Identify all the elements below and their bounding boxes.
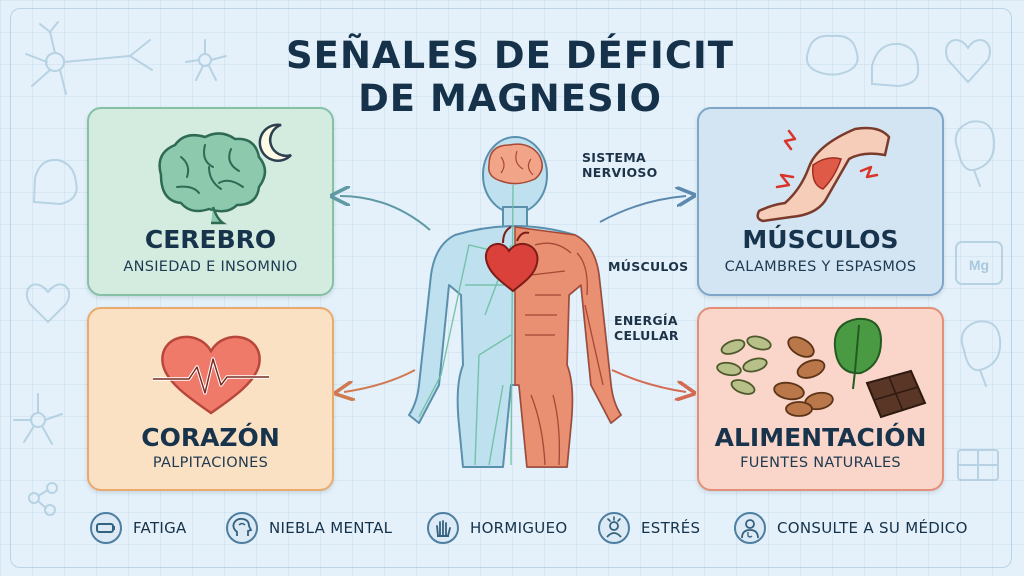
muscles-card-subtitle: CALAMBRES Y ESPASMOS xyxy=(724,259,917,275)
muscles-card: MÚSCULOS CALAMBRES Y ESPASMOS xyxy=(697,107,944,296)
arrow-to-heart xyxy=(344,369,416,392)
food-card: ALIMENTACIÓN FUENTES NATURALES xyxy=(697,307,944,491)
arrow-to-brain xyxy=(340,196,431,231)
brain-icon xyxy=(158,132,267,225)
page-title: SEÑALES DE DÉFICIT DE MAGNESIO xyxy=(250,34,770,120)
moon-icon xyxy=(258,123,292,162)
legend-tingling-label: HORMIGUEO xyxy=(470,519,568,537)
heart-organ-icon xyxy=(484,226,539,293)
legend-fatigue-label: FATIGA xyxy=(133,519,187,537)
food-sources-icon xyxy=(716,317,927,419)
heart-outline-icon xyxy=(25,283,71,324)
neuron-bottom-icon xyxy=(13,393,63,445)
leg-cramp-icon xyxy=(756,126,891,223)
heart-card: CORAZÓN PALPITACIONES xyxy=(87,307,334,491)
heart-outline-top-icon xyxy=(945,39,991,84)
muscles-card-title: MÚSCULOS xyxy=(742,225,899,254)
flexed-arm-top-icon xyxy=(871,42,920,88)
muscle-half xyxy=(514,226,622,468)
arrow-to-muscles xyxy=(599,196,686,223)
title-line-1: SEÑALES DE DÉFICIT xyxy=(286,34,734,77)
stress-person-icon xyxy=(598,512,630,544)
brain-outline-icon xyxy=(805,34,859,76)
hand-tingling-icon xyxy=(427,512,459,544)
heart-card-subtitle: PALPITACIONES xyxy=(152,455,269,471)
chocolate-outline-icon xyxy=(957,449,999,481)
legend-brain-fog-label: NIEBLA MENTAL xyxy=(269,519,393,537)
head-fog-icon xyxy=(226,512,258,544)
almonds-icon xyxy=(773,336,834,417)
arrow-to-food xyxy=(611,369,686,392)
label-cellular-energy: ENERGÍA CELULAR xyxy=(614,313,679,343)
label-muscles: MÚSCULOS xyxy=(608,259,689,274)
molecule-icon xyxy=(28,482,58,516)
heart-card-title: CORAZÓN xyxy=(141,423,280,452)
brain-card: CEREBRO ANSIEDAD E INSOMNIO xyxy=(87,107,334,296)
neuron-icon xyxy=(25,21,153,95)
heart-pulse-icon xyxy=(153,335,269,415)
doctor-icon xyxy=(734,512,766,544)
spinach-leaf-food-icon xyxy=(833,317,883,390)
spinach-leaf-icon xyxy=(954,120,996,187)
pumpkin-seeds-icon xyxy=(716,335,772,395)
food-card-title: ALIMENTACIÓN xyxy=(714,423,927,452)
neuron-small-icon xyxy=(185,39,227,81)
label-nervous-system: SISTEMA NERVIOSO xyxy=(582,150,658,180)
legend-stress-label: ESTRÉS xyxy=(641,519,701,537)
nerve-lines xyxy=(418,184,514,466)
brain-in-head xyxy=(488,143,543,185)
spinach-leaf-bottom-icon xyxy=(960,320,1002,387)
mg-badge-text: Mg xyxy=(969,257,989,273)
title-line-2: DE MAGNESIO xyxy=(358,77,662,120)
brain-card-subtitle: ANSIEDAD E INSOMNIO xyxy=(123,259,298,275)
food-card-subtitle: FUENTES NATURALES xyxy=(740,455,901,471)
human-body-figure xyxy=(408,136,622,468)
legend-consult-doctor-label: CONSULTE A SU MÉDICO xyxy=(777,519,968,537)
battery-icon xyxy=(90,512,122,544)
page-frame xyxy=(10,8,1012,568)
mg-badge-icon xyxy=(955,241,1003,285)
flexed-arm-icon xyxy=(32,158,78,206)
brain-card-title: CEREBRO xyxy=(144,225,277,254)
chocolate-icon xyxy=(865,369,927,419)
